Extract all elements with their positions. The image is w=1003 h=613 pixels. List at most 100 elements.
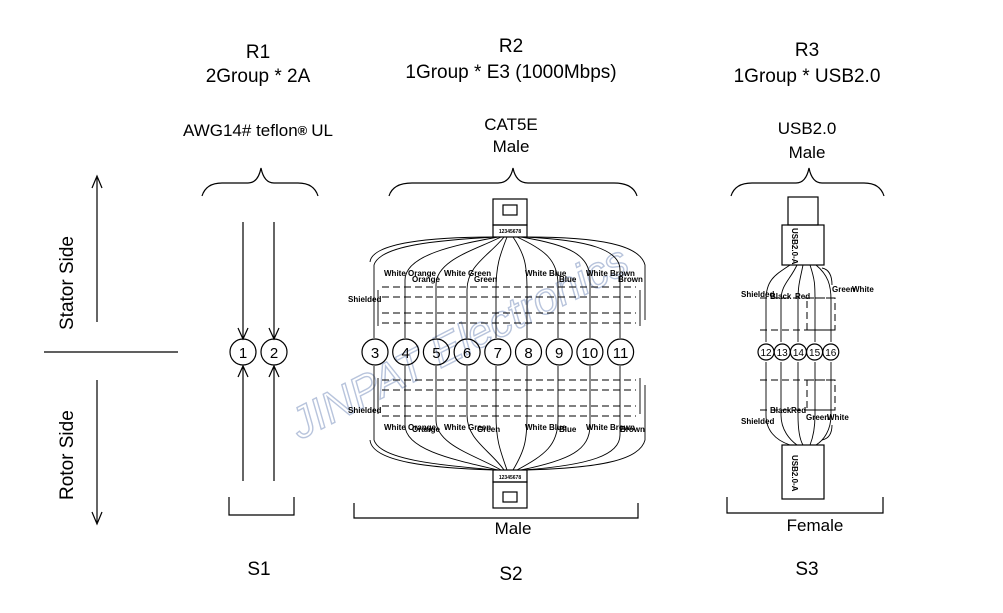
r3-bottom-wire-labels: Shielded Black Red Green White — [741, 406, 849, 426]
r1-channel-2: 2 — [260, 338, 288, 366]
svg-text:13: 13 — [777, 348, 789, 359]
r2-bottom-wires — [369, 366, 646, 471]
r2-channel-4: 4 — [392, 338, 420, 366]
svg-text:Black: Black — [770, 292, 792, 301]
svg-text:Shielded: Shielded — [348, 406, 381, 415]
svg-text:White Orange: White Orange — [384, 423, 437, 432]
svg-text:Black: Black — [770, 406, 792, 415]
svg-text:White Blue: White Blue — [525, 423, 567, 432]
svg-text:5: 5 — [432, 345, 440, 362]
r2-channel-9: 9 — [545, 338, 573, 366]
svg-text:Brown: Brown — [620, 425, 645, 434]
r3-top-wires — [765, 264, 833, 342]
svg-text:White: White — [852, 285, 874, 294]
svg-text:Blue: Blue — [559, 275, 577, 284]
r3-channel-13: 13 — [773, 343, 791, 361]
svg-text:7: 7 — [494, 345, 502, 362]
svg-text:Shielded: Shielded — [741, 417, 774, 426]
svg-text:9: 9 — [555, 345, 563, 362]
svg-text:15: 15 — [809, 348, 821, 359]
svg-text:Shielded: Shielded — [348, 295, 381, 304]
r3-gender-top: Male — [789, 143, 826, 162]
svg-text:6: 6 — [463, 345, 471, 362]
r2-top-brushes — [377, 286, 641, 326]
svg-text:Shielded: Shielded — [741, 290, 774, 299]
r3-bottom-wires — [765, 362, 833, 446]
r2-bottom-wire-labels: White Orange Orange White Green Green Wh… — [348, 406, 645, 434]
r3-channel-14: 14 — [789, 343, 808, 361]
r3-slot: S3 — [795, 559, 818, 580]
r2-connector: CAT5E — [484, 115, 538, 134]
r3-spec: 1Group * USB2.0 — [734, 66, 881, 87]
r2-channel-10: 10 — [576, 338, 604, 366]
r2-channel-3: 3 — [361, 338, 389, 366]
r3-channel-16: 16 — [822, 343, 840, 361]
r2-gender-bottom: Male — [495, 519, 532, 538]
r2-bottom-brushes — [377, 378, 641, 417]
r2-slot: S2 — [499, 564, 522, 585]
svg-text:10: 10 — [582, 345, 599, 362]
r1-cable: AWG14# teflon®UL — [183, 121, 333, 140]
r1-spec: 2Group * 2A — [206, 66, 311, 87]
svg-text:1: 1 — [239, 345, 247, 362]
svg-text:Orange: Orange — [412, 275, 441, 284]
r2-channel-7: 7 — [484, 338, 512, 366]
r3-channels: 12 13 14 15 16 — [757, 343, 840, 361]
r1-channel-1: 1 — [229, 338, 257, 366]
svg-text:White Brown: White Brown — [586, 423, 635, 432]
r1-base-bracket — [228, 497, 295, 516]
r2-brace — [388, 167, 638, 197]
r2-channel-11: 11 — [606, 338, 635, 366]
svg-text:12: 12 — [760, 348, 772, 359]
svg-text:Blue: Blue — [559, 425, 577, 434]
svg-text:11: 11 — [613, 345, 629, 362]
svg-text:Green: Green — [477, 425, 500, 434]
svg-text:8: 8 — [524, 345, 532, 362]
stator-side-label: Stator Side — [57, 236, 78, 330]
svg-text:Green: Green — [806, 413, 829, 422]
r2-spec: 1Group * E3 (1000Mbps) — [405, 62, 616, 83]
r1-id: R1 — [246, 42, 270, 63]
r2-channel-8: 8 — [514, 338, 543, 366]
svg-text:14: 14 — [793, 348, 805, 359]
svg-text:Green: Green — [474, 275, 497, 284]
rj45-top-plug: 12345678 — [492, 198, 528, 238]
usb-top-plug: USB2.0-A — [781, 196, 825, 266]
rotor-side-label: Rotor Side — [57, 410, 78, 500]
svg-text:2: 2 — [270, 345, 278, 362]
r2-base-bracket — [353, 503, 639, 519]
svg-text:Brown: Brown — [618, 275, 643, 284]
svg-text:White: White — [827, 413, 849, 422]
r3-brace — [730, 167, 885, 197]
r1-brace — [201, 167, 319, 197]
svg-text:Green: Green — [832, 285, 855, 294]
r2-top-wire-labels: White Orange Orange White Green Green Wh… — [348, 269, 643, 304]
r3-base-bracket — [726, 497, 884, 514]
svg-text:Red: Red — [791, 406, 806, 415]
svg-text:12345678: 12345678 — [499, 475, 521, 481]
r2-id: R2 — [499, 36, 523, 57]
svg-text:3: 3 — [371, 345, 379, 362]
r3-channel-12: 12 — [757, 343, 775, 361]
r2-top-wires — [369, 236, 646, 338]
r1-slot: S1 — [247, 559, 270, 580]
svg-text:White Green: White Green — [444, 423, 491, 432]
r3-connector: USB2.0 — [778, 119, 837, 138]
usb-bottom-plug: USB2.0-A — [781, 444, 825, 500]
r3-channel-15: 15 — [805, 343, 824, 361]
r2-gender-top: Male — [493, 137, 530, 156]
svg-text:Red: Red — [795, 292, 810, 301]
r2-channel-5: 5 — [422, 338, 450, 366]
svg-text:12345678: 12345678 — [499, 229, 521, 235]
svg-text:White Green: White Green — [444, 269, 491, 278]
r2-channel-6: 6 — [453, 338, 481, 366]
svg-text:Orange: Orange — [412, 425, 441, 434]
svg-text:USB2.0-A: USB2.0-A — [790, 228, 799, 265]
svg-text:White Brown: White Brown — [586, 269, 635, 278]
r3-gender-bottom: Female — [787, 516, 844, 535]
svg-text:16: 16 — [825, 348, 837, 359]
r3-id: R3 — [795, 40, 819, 61]
svg-text:White Blue: White Blue — [525, 269, 567, 278]
